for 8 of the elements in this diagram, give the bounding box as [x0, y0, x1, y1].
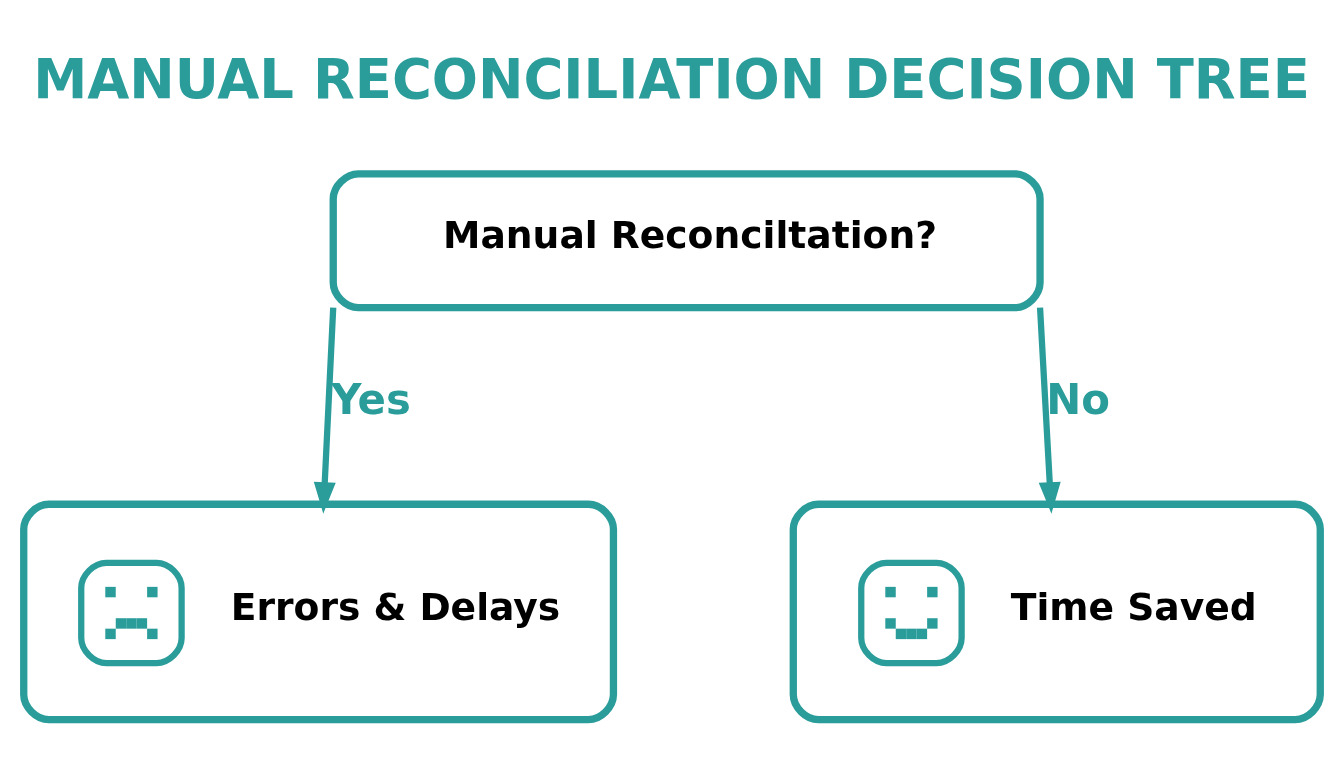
diagram-title: MANUAL RECONCILIATION DECISION TREE [33, 48, 1310, 112]
arrow [313, 307, 337, 514]
arrow [1036, 307, 1061, 514]
node-box: Time Saved [789, 500, 1324, 724]
edge-label: Yes [331, 375, 411, 425]
node-box: Errors & Delays [20, 500, 618, 724]
node-box: Manual Reconciltation? [329, 170, 1044, 312]
edge-label: No [1046, 375, 1111, 425]
